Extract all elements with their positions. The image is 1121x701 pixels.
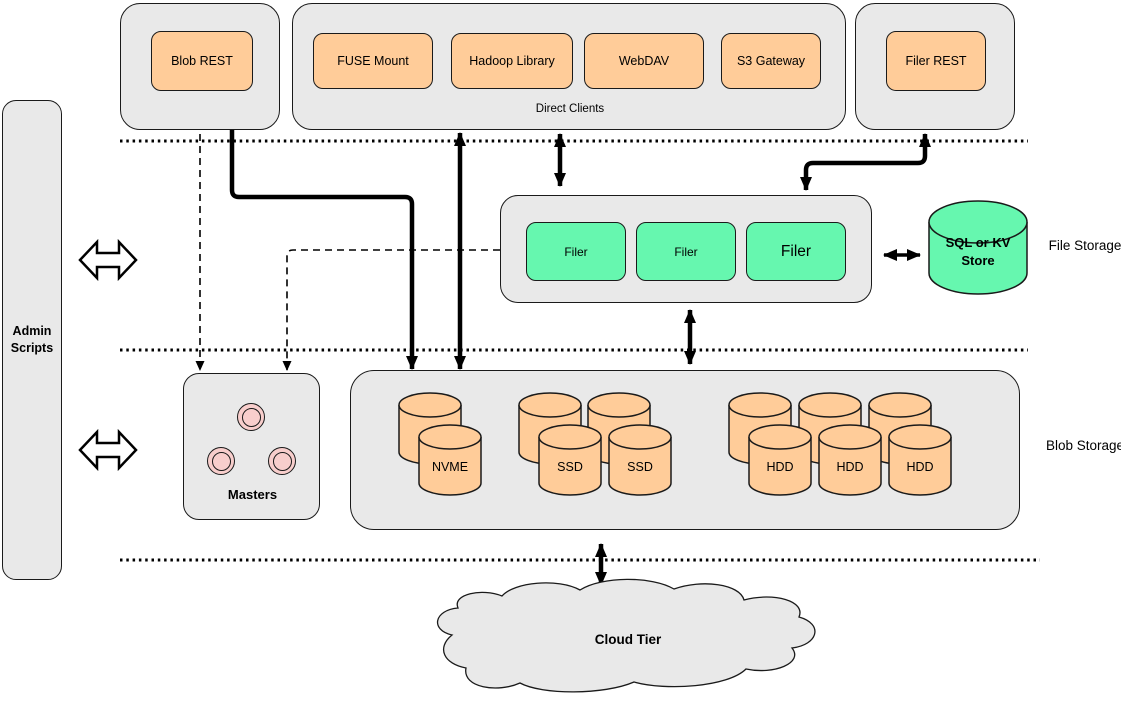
- filer-rest-container: Filer REST: [855, 3, 1015, 130]
- fuse-mount-label: FUSE Mount: [337, 54, 409, 68]
- blob-rest-label: Blob REST: [171, 54, 233, 68]
- hdd-label: HDD: [766, 460, 794, 474]
- webdav-box: WebDAV: [584, 33, 704, 89]
- masters-container: Masters: [183, 373, 320, 520]
- admin-file-storage-arrow-icon: [78, 238, 138, 282]
- admin-blob-storage-arrow-icon: [78, 428, 138, 472]
- filer-label: Filer: [674, 244, 698, 259]
- fuse-mount-box: FUSE Mount: [313, 33, 433, 89]
- ssd-label: SSD: [557, 460, 583, 474]
- direct-clients-caption: Direct Clients: [535, 103, 605, 115]
- filer-box: Filer: [746, 222, 846, 281]
- dashed-arrow-filer-to-masters: [282, 249, 500, 371]
- blob-rest-box: Blob REST: [151, 31, 253, 91]
- ssd-cylinder-icon: [538, 424, 602, 496]
- volume-cylinders-front: [418, 424, 952, 496]
- hdd-label: HDD: [836, 460, 864, 474]
- cloud-tier-label: Cloud Tier: [594, 632, 662, 647]
- filer-rest-box: Filer REST: [886, 31, 986, 91]
- blob-rest-container: Blob REST: [120, 3, 280, 130]
- s3-gateway-box: S3 Gateway: [721, 33, 821, 89]
- ssd-cylinder-icon: [608, 424, 672, 496]
- nvme-cylinder-icon: [418, 424, 482, 496]
- s3-gateway-label: S3 Gateway: [736, 54, 806, 68]
- admin-scripts-label: Admin Scripts: [10, 324, 54, 355]
- cloud-shape: [436, 578, 816, 693]
- hdd-cylinder-icon: [818, 424, 882, 496]
- filer-cluster-container: Filer Filer Filer: [500, 195, 872, 303]
- hdd-label: HDD: [906, 460, 934, 474]
- masters-label: Masters: [227, 487, 278, 502]
- arrow-filerrest-to-filers: [800, 133, 931, 191]
- master-node-icon: [237, 403, 265, 431]
- arrow-blobrest-to-blobstorage: [229, 130, 418, 370]
- hadoop-library-label: Hadoop Library: [469, 54, 555, 68]
- filer-rest-label: Filer REST: [905, 54, 967, 68]
- filer-box: Filer: [636, 222, 736, 281]
- master-node-inner: [211, 451, 231, 471]
- sql-kv-store-cylinder-icon: [928, 200, 1028, 295]
- direct-clients-container: FUSE Mount Hadoop Library WebDAV S3 Gate…: [292, 3, 846, 130]
- sql-kv-store-label: SQL or KV Store: [945, 235, 1011, 269]
- hdd-cylinder-icon: [748, 424, 812, 496]
- hadoop-library-box: Hadoop Library: [451, 33, 573, 89]
- filer-label: Filer: [564, 244, 588, 259]
- blob-storage-section-label: Blob Storage: [1045, 438, 1121, 453]
- master-node-icon: [268, 447, 296, 475]
- hdd-cylinder-icon: [888, 424, 952, 496]
- file-storage-section-label: File Storage: [1048, 238, 1121, 253]
- master-node-icon: [207, 447, 235, 475]
- ssd-label: SSD: [627, 460, 653, 474]
- filer-label: Filer: [780, 242, 812, 260]
- master-node-inner: [272, 451, 292, 471]
- filer-box: Filer: [526, 222, 626, 281]
- master-node-inner: [241, 407, 261, 427]
- admin-scripts-panel: Admin Scripts: [2, 100, 62, 580]
- nvme-label: NVME: [431, 460, 469, 474]
- webdav-label: WebDAV: [618, 54, 670, 68]
